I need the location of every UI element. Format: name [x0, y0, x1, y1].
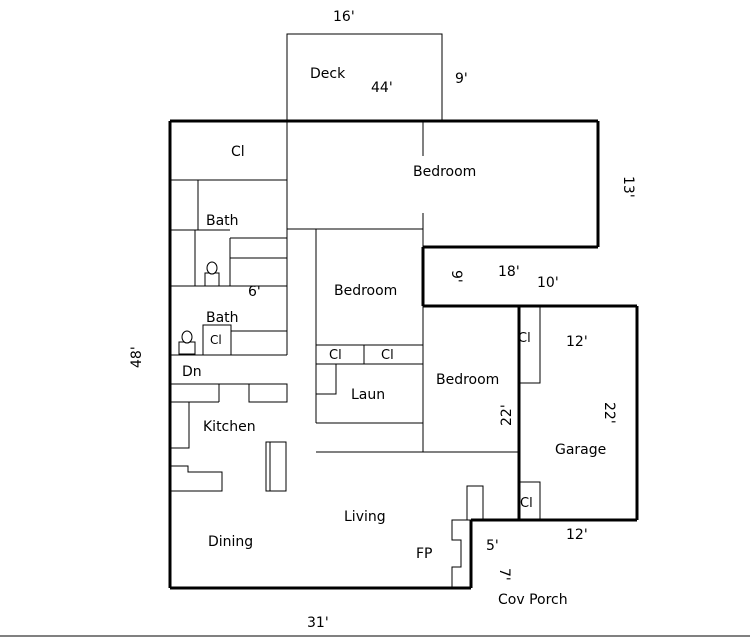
dim-porch-width: 5'	[486, 538, 499, 554]
room-label-deck: Deck	[310, 66, 346, 82]
dim-deck-width: 16'	[333, 9, 355, 25]
room-label-bath-upper: Bath	[206, 213, 239, 229]
room-label-bedroom-right: Bedroom	[436, 372, 499, 388]
interior-walls	[169, 121, 541, 589]
dimension-labels: 16' 44' 9' 13' 48' 9' 18' 10' 6' 12' 22'…	[129, 9, 636, 631]
room-labels: Deck Cl Bedroom Bath Bedroom Bath Cl Cl …	[182, 66, 606, 608]
dim-deck-area: 44'	[371, 80, 393, 96]
dim-garage-depth: 22'	[601, 402, 617, 424]
room-label-closet-garage-top: Cl	[518, 331, 531, 346]
room-label-bedroom-main: Bedroom	[413, 164, 476, 180]
dim-notch-depth: 9'	[448, 270, 464, 283]
toilet-icon	[204, 261, 220, 287]
room-label-down: Dn	[182, 364, 202, 380]
dim-deck-depth: 9'	[455, 71, 468, 87]
toilet-icon	[178, 330, 196, 355]
room-label-living: Living	[344, 509, 386, 525]
dim-garage-width: 12'	[566, 334, 588, 350]
dim-notch-width: 18'	[498, 264, 520, 280]
dim-garage-width-bottom: 12'	[566, 527, 588, 543]
dim-porch-depth: 7'	[496, 568, 512, 581]
dim-notch-width-2: 10'	[537, 275, 559, 291]
dim-bath-width: 6'	[248, 284, 261, 300]
room-label-closet-hall-2: Cl	[381, 348, 394, 363]
room-label-closet-garage-bottom: Cl	[520, 496, 533, 511]
dim-bedroom-right-depth: 22'	[499, 404, 515, 426]
room-label-bedroom-middle: Bedroom	[334, 283, 397, 299]
room-label-bath-lower: Bath	[206, 310, 239, 326]
room-label-closet-hall-1: Cl	[329, 348, 342, 363]
room-label-fireplace: FP	[416, 546, 433, 562]
dim-bedroom-depth: 13'	[620, 176, 636, 198]
room-label-kitchen: Kitchen	[203, 419, 256, 435]
room-label-cov-porch: Cov Porch	[498, 592, 568, 608]
room-label-closet-bath: Cl	[210, 333, 222, 347]
room-label-garage: Garage	[555, 442, 606, 458]
room-label-laundry: Laun	[351, 387, 385, 403]
dim-house-width: 31'	[307, 615, 329, 631]
deck-outline	[286, 33, 443, 122]
room-label-closet: Cl	[231, 144, 245, 160]
dim-house-depth: 48'	[129, 346, 145, 368]
room-label-dining: Dining	[208, 534, 253, 550]
